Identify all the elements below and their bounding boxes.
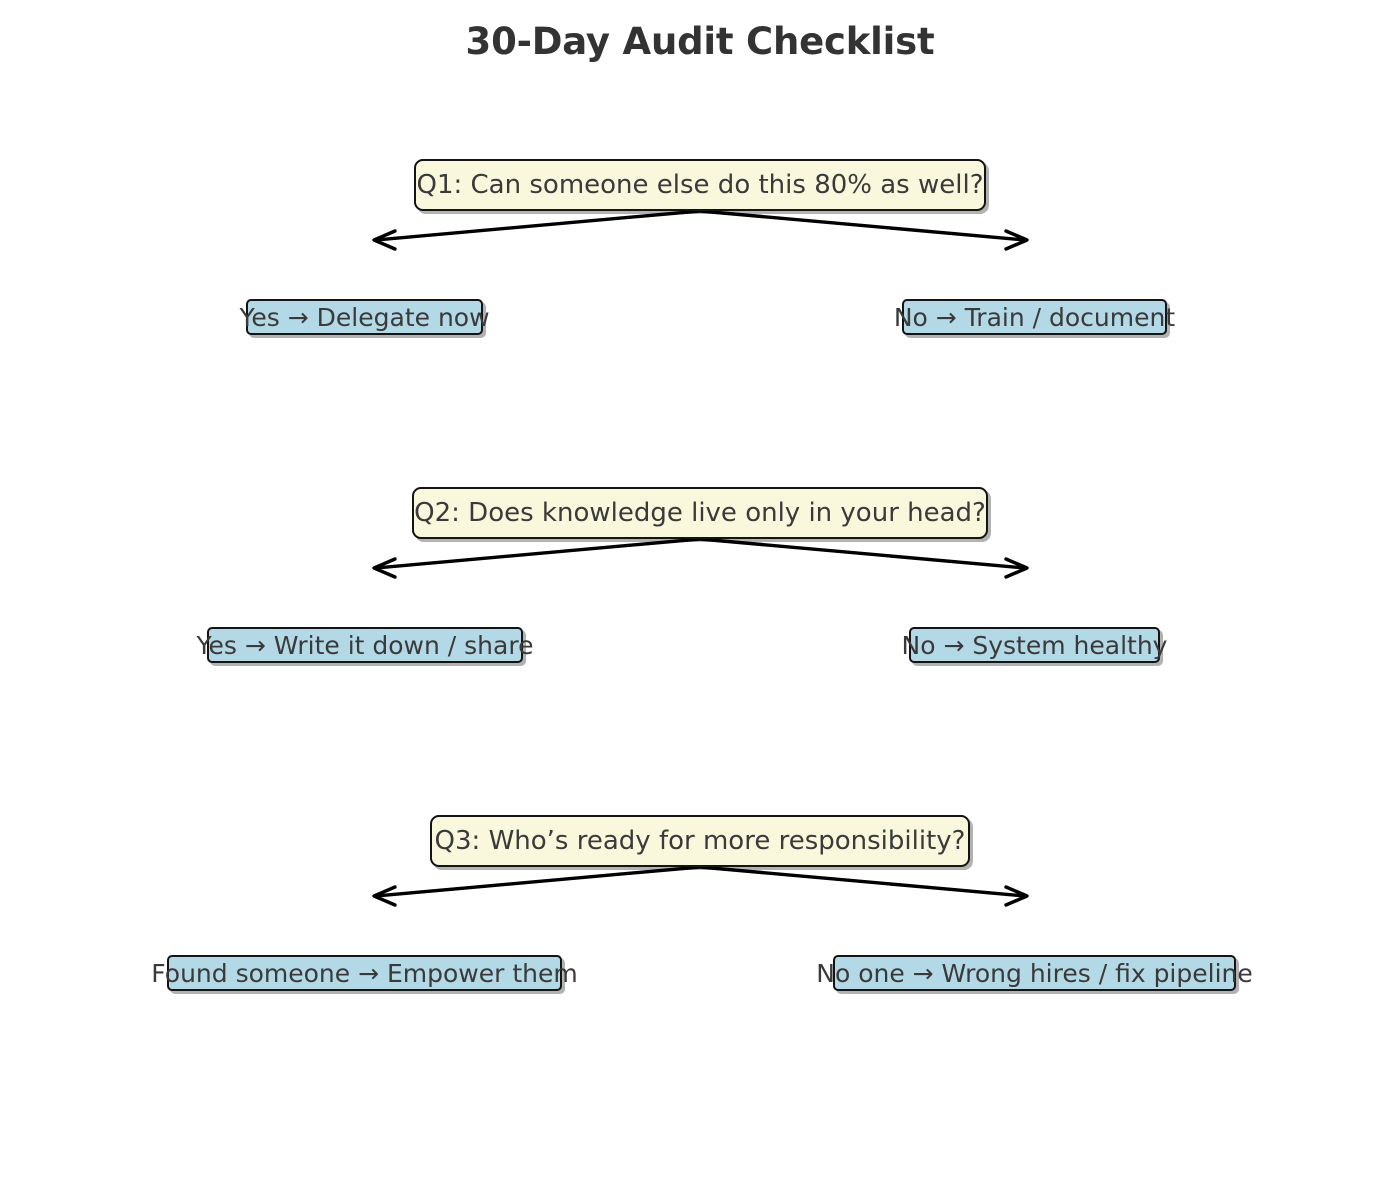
edge-q3-to-no: [698, 865, 1029, 907]
question-node-q2[interactable]: Q2: Does knowledge live only in your hea…: [412, 487, 988, 539]
edge-q2-to-no: [698, 537, 1029, 579]
question-node-q3[interactable]: Q3: Who’s ready for more responsibility?: [430, 815, 970, 867]
answer-node-q3-yes[interactable]: Found someone → Empower them: [151, 955, 578, 991]
answer-node-q2-no[interactable]: No → System healthy: [902, 627, 1167, 663]
edge-q1-to-yes: [372, 209, 702, 251]
edge-q1-to-no: [698, 209, 1029, 251]
question-node-q1[interactable]: Q1: Can someone else do this 80% as well…: [414, 159, 986, 211]
edge-q2-to-yes: [372, 537, 702, 579]
answer-node-q2-yes[interactable]: Yes → Write it down / share: [197, 627, 533, 663]
answer-node-q1-yes[interactable]: Yes → Delegate now: [239, 299, 490, 335]
page-title: 30-Day Audit Checklist: [465, 20, 935, 63]
answer-node-q3-no[interactable]: No one → Wrong hires / fix pipeline: [816, 955, 1253, 991]
edge-q3-to-yes: [372, 865, 702, 907]
answer-node-q1-no[interactable]: No → Train / document: [894, 299, 1175, 335]
